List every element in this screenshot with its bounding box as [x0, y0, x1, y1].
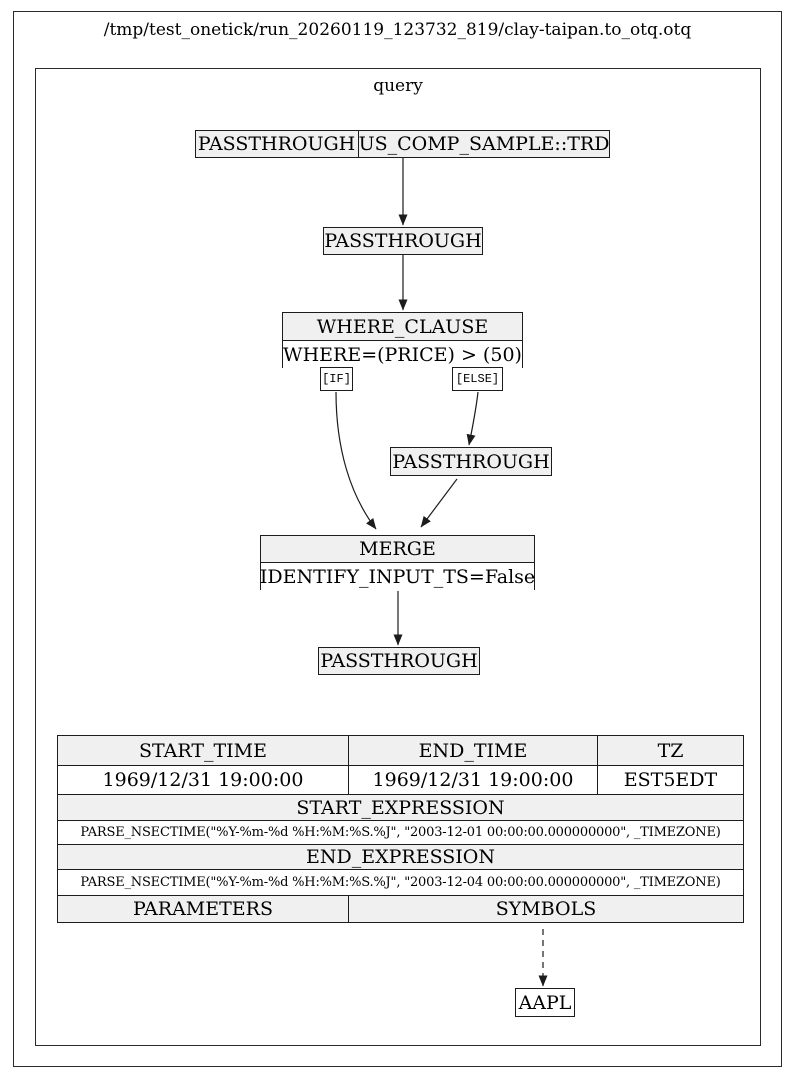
- tz-header: TZ: [597, 735, 744, 766]
- table-row: PARAMETERS SYMBOLS: [57, 895, 744, 923]
- query-info-table: START_TIME END_TIME TZ 1969/12/31 19:00:…: [57, 735, 744, 923]
- end-time-header: END_TIME: [348, 735, 598, 766]
- node-source-ep-label: PASSTHROUGH: [197, 133, 356, 155]
- node-passthrough-out: PASSTHROUGH: [318, 647, 480, 675]
- where-clause-title: WHERE_CLAUSE: [283, 313, 522, 341]
- end-time-value: 1969/12/31 19:00:00: [348, 765, 598, 795]
- start-time-header: START_TIME: [57, 735, 349, 766]
- end-expression-header: END_EXPRESSION: [57, 844, 744, 870]
- parameters-header: PARAMETERS: [57, 895, 349, 923]
- start-time-value: 1969/12/31 19:00:00: [57, 765, 349, 795]
- node-passthrough-else: PASSTHROUGH: [390, 447, 552, 476]
- table-row: PARSE_NSECTIME("%Y-%m-%d %H:%M:%S.%J", "…: [57, 869, 744, 896]
- where-else-port: [ELSE]: [452, 367, 503, 391]
- start-expression-header: START_EXPRESSION: [57, 794, 744, 821]
- start-expression-value: PARSE_NSECTIME("%Y-%m-%d %H:%M:%S.%J", "…: [57, 820, 744, 845]
- end-expression-value: PARSE_NSECTIME("%Y-%m-%d %H:%M:%S.%J", "…: [57, 869, 744, 896]
- table-row: 1969/12/31 19:00:00 1969/12/31 19:00:00 …: [57, 765, 744, 795]
- node-source-db-label: US_COMP_SAMPLE::TRD: [357, 131, 610, 157]
- where-clause-condition: WHERE=(PRICE) > (50): [283, 341, 522, 368]
- graph-file-path-title: /tmp/test_onetick/run_20260119_123732_81…: [103, 20, 692, 40]
- query-cluster-label: query: [373, 76, 423, 96]
- node-merge: MERGE IDENTIFY_INPUT_TS=False: [260, 535, 535, 590]
- merge-param: IDENTIFY_INPUT_TS=False: [260, 563, 535, 590]
- node-symbol-aapl: AAPL: [515, 988, 575, 1017]
- table-row: START_TIME END_TIME TZ: [57, 735, 744, 766]
- table-row: START_EXPRESSION: [57, 794, 744, 821]
- node-source: PASSTHROUGH US_COMP_SAMPLE::TRD: [195, 130, 610, 158]
- where-if-port: [IF]: [320, 367, 353, 391]
- node-where-clause: WHERE_CLAUSE WHERE=(PRICE) > (50): [282, 312, 523, 368]
- node-passthrough-1: PASSTHROUGH: [323, 227, 483, 255]
- merge-title: MERGE: [261, 536, 534, 563]
- table-row: PARSE_NSECTIME("%Y-%m-%d %H:%M:%S.%J", "…: [57, 820, 744, 845]
- table-row: END_EXPRESSION: [57, 844, 744, 870]
- tz-value: EST5EDT: [597, 765, 744, 795]
- symbols-header: SYMBOLS: [348, 895, 744, 923]
